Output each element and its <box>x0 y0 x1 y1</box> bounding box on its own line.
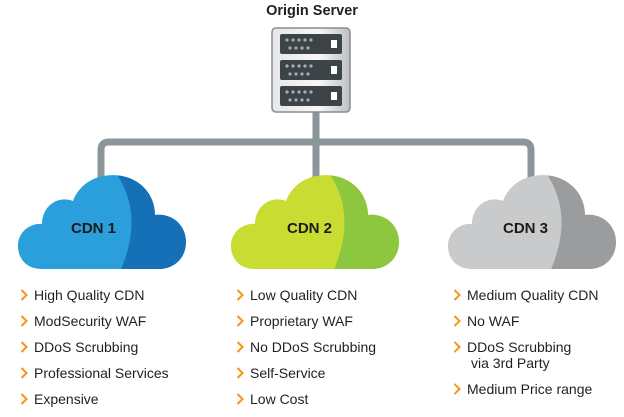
list-item: Low Cost <box>236 391 376 407</box>
chevron-right-icon <box>453 383 461 395</box>
list-item: Medium Price range <box>453 381 598 397</box>
list-item: Proprietary WAF <box>236 313 376 329</box>
list-item: Expensive <box>20 391 169 407</box>
cdn2-feature-list: Low Quality CDN Proprietary WAF No DDoS … <box>236 287 376 417</box>
chevron-right-icon <box>236 367 244 379</box>
list-item: Professional Services <box>20 365 169 381</box>
chevron-right-icon <box>453 341 461 353</box>
list-item: DDoS Scrubbing <box>20 339 169 355</box>
cdn1-label: CDN 1 <box>71 220 117 237</box>
list-item: High Quality CDN <box>20 287 169 303</box>
cdn3-label: CDN 3 <box>503 220 549 237</box>
cdn3-cloud-icon <box>448 175 616 269</box>
cdn1-cloud-icon <box>18 175 186 269</box>
cdn2-cloud-icon <box>231 175 399 269</box>
chevron-right-icon <box>20 289 28 301</box>
server-icon <box>271 27 351 113</box>
origin-server-title: Origin Server <box>266 3 358 19</box>
cdn3-feature-list: Medium Quality CDN No WAF DDoS Scrubbing… <box>453 287 598 407</box>
list-item: Medium Quality CDN <box>453 287 598 303</box>
chevron-right-icon <box>20 393 28 405</box>
cdn1-feature-list: High Quality CDN ModSecurity WAF DDoS Sc… <box>20 287 169 417</box>
chevron-right-icon <box>236 341 244 353</box>
cdn2-label: CDN 2 <box>287 220 333 237</box>
chevron-right-icon <box>20 341 28 353</box>
list-item: No DDoS Scrubbing <box>236 339 376 355</box>
list-item: Low Quality CDN <box>236 287 376 303</box>
chevron-right-icon <box>236 315 244 327</box>
chevron-right-icon <box>20 315 28 327</box>
list-item: ModSecurity WAF <box>20 313 169 329</box>
chevron-right-icon <box>453 289 461 301</box>
chevron-right-icon <box>453 315 461 327</box>
chevron-right-icon <box>236 393 244 405</box>
list-item: Self-Service <box>236 365 376 381</box>
list-item: No WAF <box>453 313 598 329</box>
chevron-right-icon <box>20 367 28 379</box>
chevron-right-icon <box>236 289 244 301</box>
